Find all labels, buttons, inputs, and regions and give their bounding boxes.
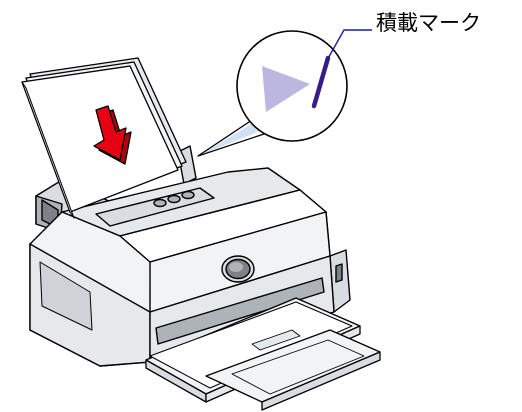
output-tray xyxy=(145,297,381,411)
callout-label: 積載マーク xyxy=(376,11,481,35)
callout-leader-line xyxy=(325,29,372,63)
printer xyxy=(29,145,351,367)
load-direction-arrow-icon xyxy=(93,105,132,165)
limit-mark-icon xyxy=(262,55,331,112)
